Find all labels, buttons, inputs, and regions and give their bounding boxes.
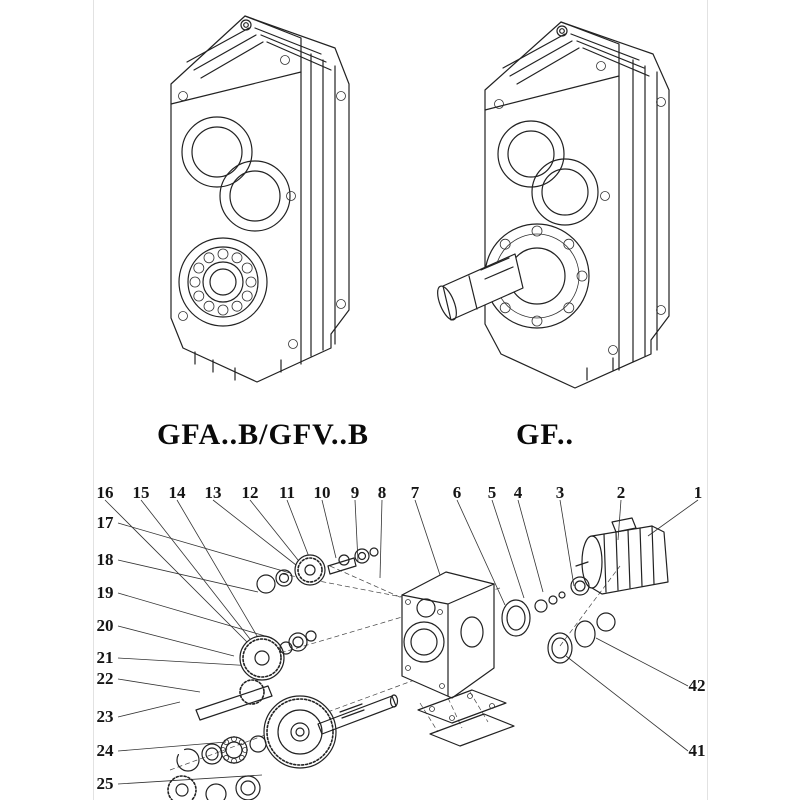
bottom-cover-and-gasket (417, 689, 515, 747)
gfab-housing (170, 15, 350, 383)
part-callout-11: 11 (278, 483, 296, 502)
gfab-bolts (178, 55, 346, 349)
motor (575, 517, 669, 595)
gearbox-line-drawing-gfab (170, 15, 350, 383)
part-callout-18: 18 (96, 550, 114, 569)
gf-bolts (494, 61, 666, 355)
part-callout-13: 13 (204, 483, 222, 502)
model-label-gf: GF.. (516, 418, 574, 451)
part-callout-1: 1 (693, 483, 703, 502)
part-callout-14: 14 (168, 483, 186, 502)
part-callout-21: 21 (96, 648, 114, 667)
part-callout-19: 19 (96, 583, 114, 602)
intermediate-gear-train (239, 547, 379, 681)
part-callout-9: 9 (350, 483, 360, 502)
part-callout-2: 2 (616, 483, 626, 502)
output-gear-assembly (167, 679, 399, 800)
part-callout-20: 20 (96, 616, 114, 635)
callout-leader-lines (104, 499, 699, 785)
gf-output-shaft (437, 253, 524, 321)
housing (401, 571, 495, 699)
part-callout-6: 6 (452, 483, 462, 502)
part-callout-17: 17 (96, 513, 114, 532)
gearbox-line-drawing-gf (437, 21, 670, 389)
part-callout-7: 7 (410, 483, 420, 502)
part-callout-12: 12 (241, 483, 259, 502)
part-callout-4: 4 (513, 483, 523, 502)
gf-bores (497, 120, 599, 226)
part-callout-24: 24 (96, 741, 114, 760)
shims-and-bearings-right (501, 576, 616, 664)
part-callout-16: 16 (96, 483, 114, 502)
part-callout-22: 22 (96, 669, 114, 688)
part-callout-41: 41 (688, 741, 706, 760)
page-edge-line-left (93, 0, 94, 800)
part-callout-10: 10 (313, 483, 331, 502)
gf-housing (484, 21, 670, 389)
part-callout-3: 3 (555, 483, 565, 502)
part-callout-5: 5 (487, 483, 497, 502)
part-callout-15: 15 (132, 483, 150, 502)
model-label-gfab-gfvb: GFA..B/GFV..B (157, 418, 369, 451)
gfab-hollow-shaft-bearing (178, 237, 268, 327)
part-callout-25: 25 (96, 774, 114, 793)
part-callout-42: 42 (688, 676, 706, 695)
part-callout-8: 8 (377, 483, 387, 502)
gfab-bores (181, 116, 291, 232)
part-callout-23: 23 (96, 707, 114, 726)
exploded-parts-diagram (104, 499, 699, 800)
page-edge-line-right (707, 0, 708, 800)
